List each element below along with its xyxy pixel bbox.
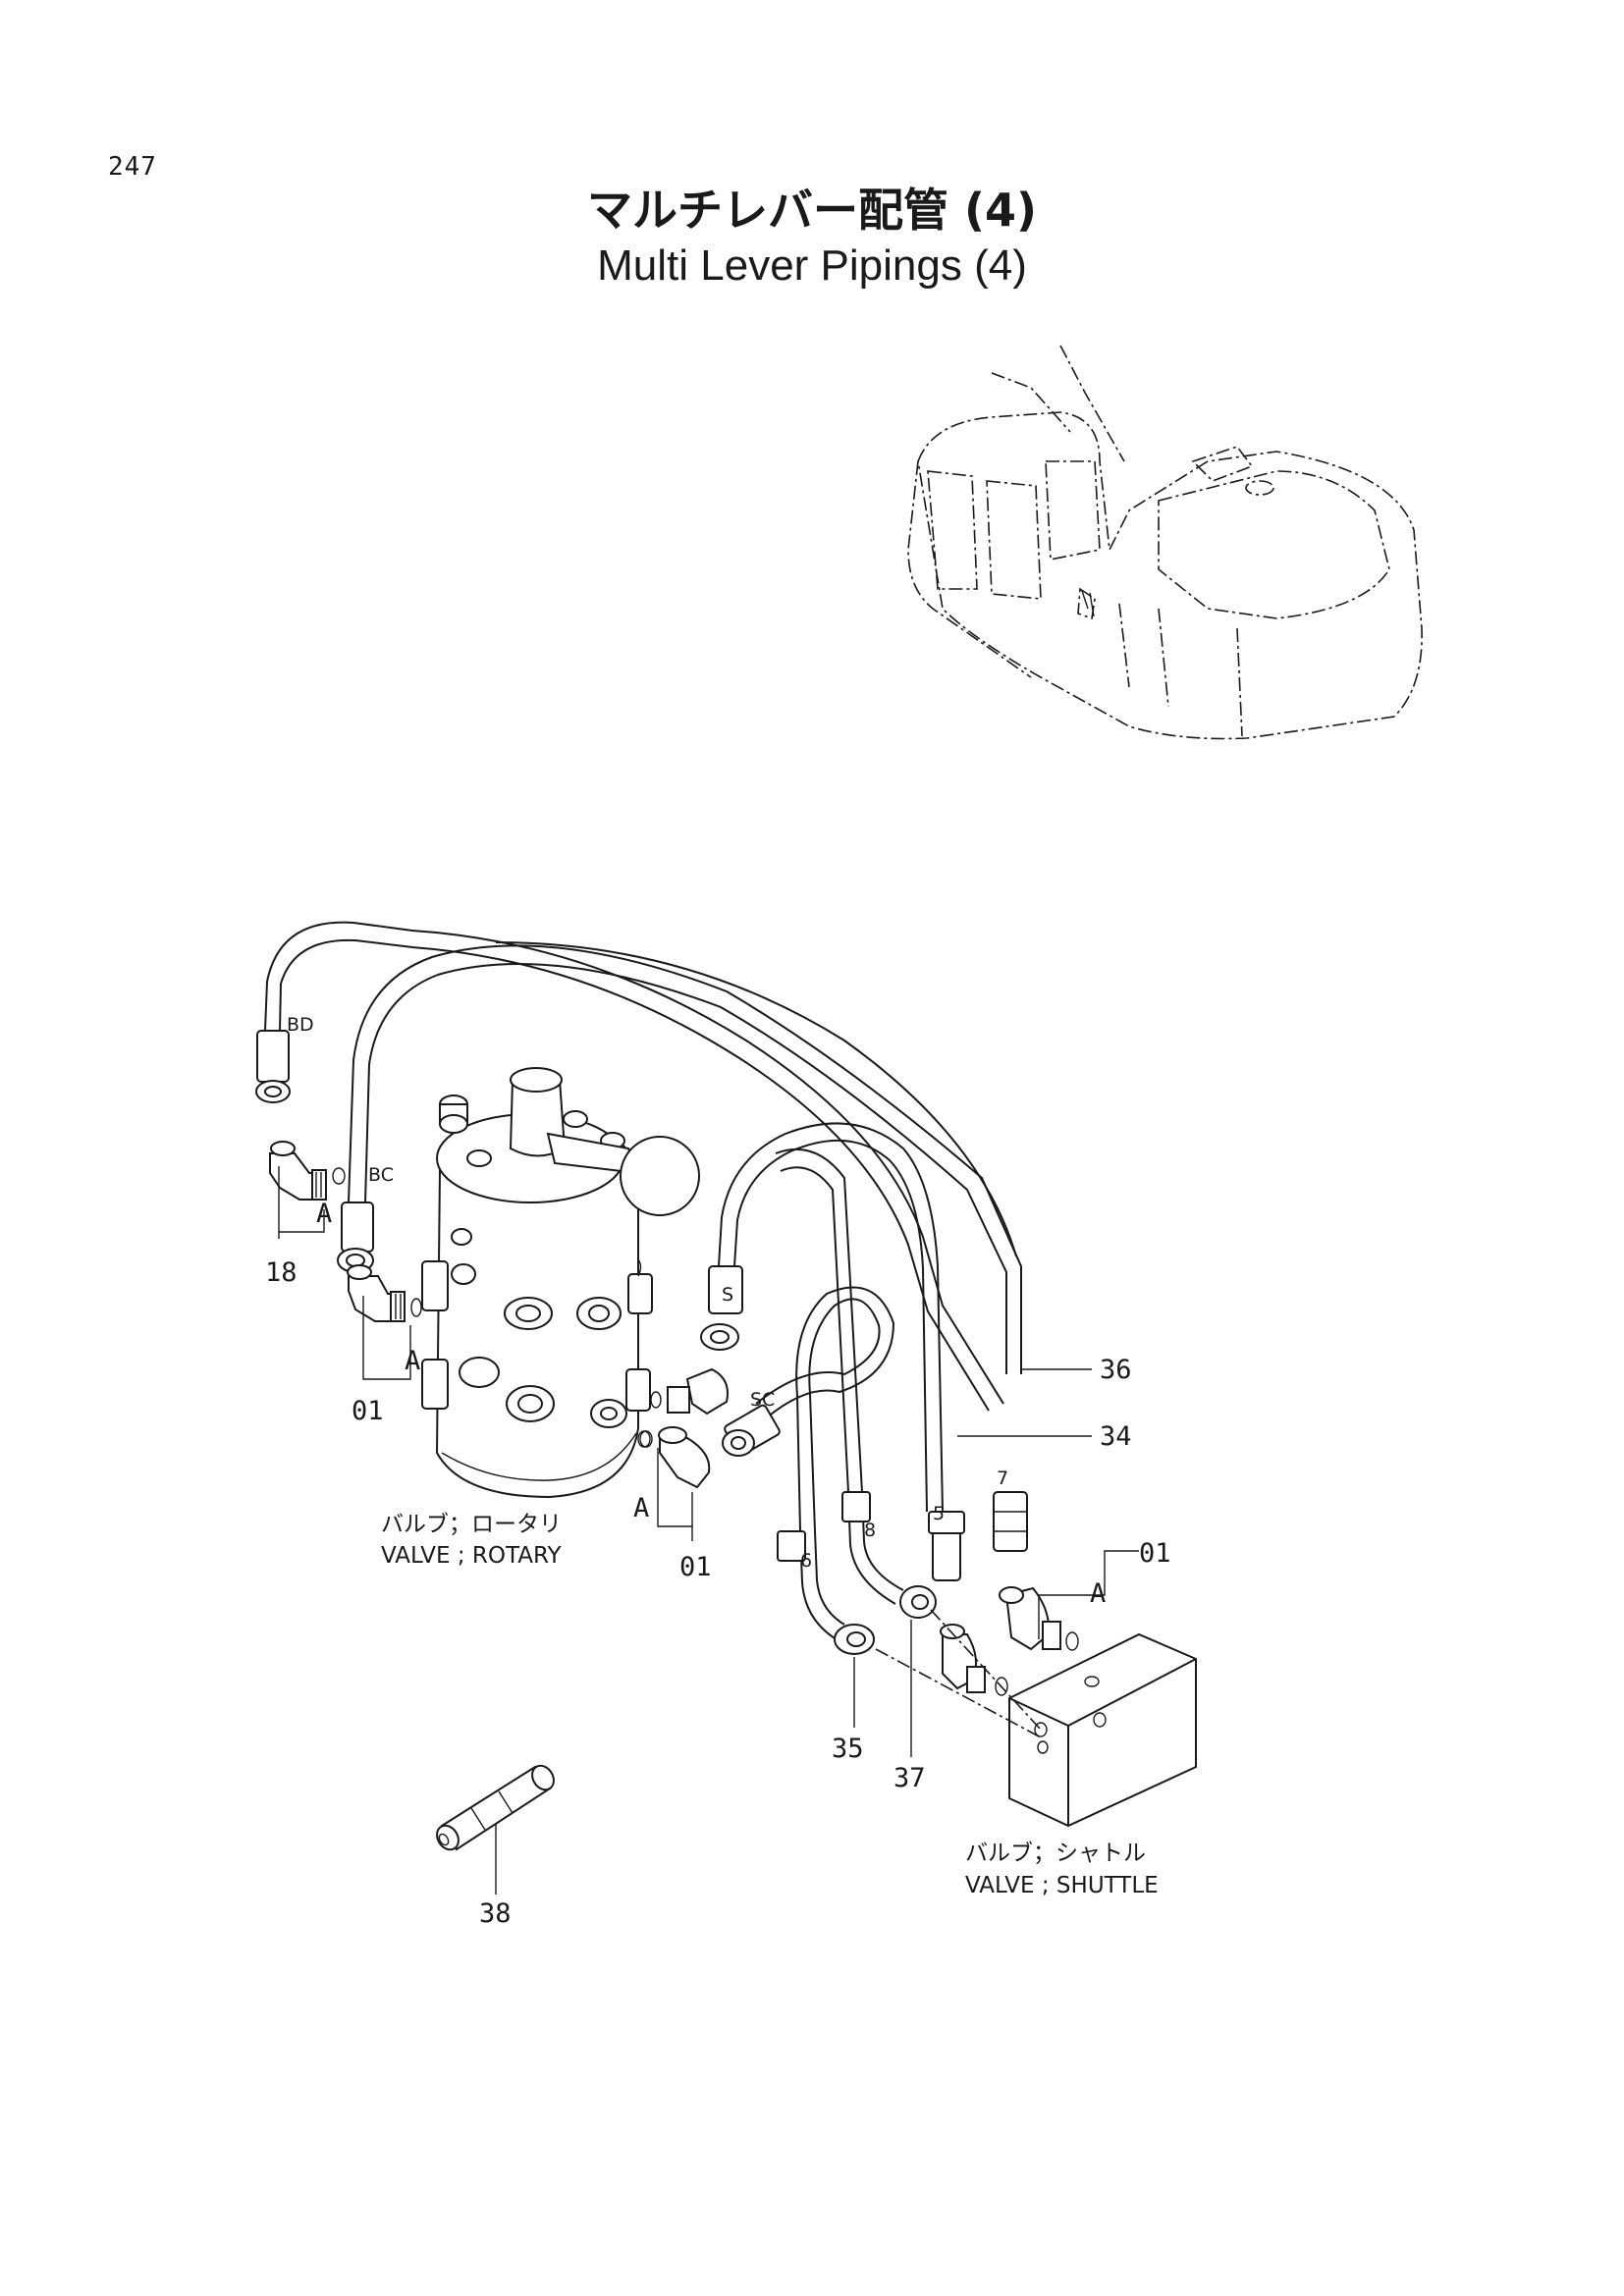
elbow-fitting-5 <box>940 1624 1008 1696</box>
port-label-bc: BC <box>368 1164 394 1186</box>
callout-34: 34 <box>1100 1421 1132 1452</box>
callout-36: 36 <box>1100 1355 1132 1385</box>
port-label-sc: SC <box>750 1389 775 1411</box>
leader-lines <box>278 1166 1139 1895</box>
page-title-english: Multi Lever Pipings (4) <box>597 241 1027 290</box>
elbow-fitting-01-mid-lower <box>639 1426 711 1489</box>
hose-bundle <box>264 921 1022 1642</box>
page-number: 247 <box>108 152 157 182</box>
shuttle-valve <box>875 1609 1197 1828</box>
hose-end-6 <box>777 1530 806 1562</box>
elbow-fitting-18 <box>269 1141 346 1201</box>
hose-end-5 <box>928 1511 965 1581</box>
page-title-japanese: マルチレバー配管 (4) <box>586 184 1038 237</box>
hose-end-bc <box>337 1201 374 1273</box>
hose-end-7 <box>993 1491 1028 1552</box>
callout-38: 38 <box>479 1898 512 1929</box>
port-label-5: 5 <box>933 1503 945 1524</box>
caption-shuttle-valve-en: VALVE ; SHUTTLE <box>965 1873 1159 1898</box>
elbow-fitting-01-left <box>347 1264 422 1322</box>
port-label-8: 8 <box>864 1520 876 1541</box>
port-label-a-01-mid: A <box>633 1493 649 1523</box>
callout-37: 37 <box>893 1763 926 1793</box>
port-label-bd: BD <box>287 1014 314 1036</box>
hose-end-bd <box>255 1030 291 1103</box>
port-label-7: 7 <box>997 1468 1008 1489</box>
callout-01-left: 01 <box>352 1396 384 1426</box>
caption-shuttle-valve-jp: バルブ；シャトル <box>965 1841 1146 1866</box>
elbow-fitting-01-mid-upper <box>650 1367 729 1415</box>
port-label-a-01-right: A <box>1090 1578 1106 1609</box>
component-captions: バルブ；ロータリ VALVE ; ROTARY バルブ；シャトル VALVE ;… <box>381 1512 1159 1898</box>
callout-01-mid: 01 <box>679 1552 712 1582</box>
callout-18: 18 <box>265 1257 298 1288</box>
excavator-overview-illustration <box>907 345 1423 740</box>
port-label-a-01-left: A <box>405 1346 420 1376</box>
hose-end-8 <box>841 1491 871 1522</box>
hose-end-s <box>700 1265 743 1351</box>
part-38-hose-joint <box>436 1764 555 1851</box>
port-labels: BD BC S SC A A A A 5 6 7 8 <box>287 1014 1106 1609</box>
callout-35: 35 <box>832 1734 864 1764</box>
rotary-valve <box>421 1067 700 1499</box>
caption-rotary-valve-jp: バルブ；ロータリ <box>381 1512 562 1537</box>
swivel-nut-35 <box>834 1624 875 1655</box>
port-label-6: 6 <box>800 1550 812 1572</box>
caption-rotary-valve-en: VALVE ; ROTARY <box>381 1543 563 1569</box>
port-label-s: S <box>722 1284 733 1306</box>
callout-numbers: 18 01 01 01 36 34 35 37 38 <box>265 1257 1171 1929</box>
callout-01-right: 01 <box>1139 1538 1171 1569</box>
swivel-nut-37 <box>899 1585 937 1619</box>
hose-end-sc <box>722 1404 781 1457</box>
